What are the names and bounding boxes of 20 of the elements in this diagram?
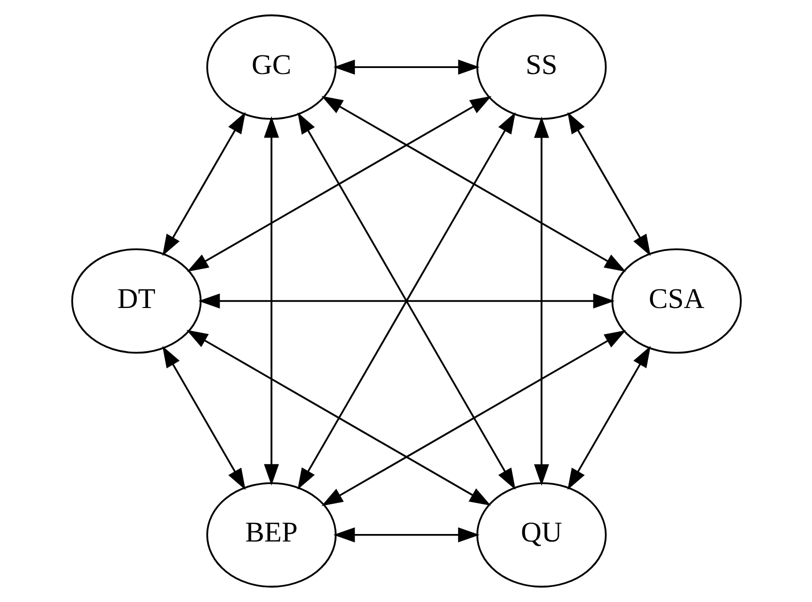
arrow xyxy=(186,330,490,506)
arrow xyxy=(186,96,492,272)
arrow xyxy=(320,330,626,506)
arrow xyxy=(198,293,614,308)
arrow xyxy=(162,112,246,256)
arrow xyxy=(263,116,278,486)
arrow xyxy=(566,112,650,256)
arrow xyxy=(332,60,480,75)
arrow xyxy=(534,116,549,486)
arrow xyxy=(162,346,246,490)
arrow xyxy=(297,112,516,490)
node-ellipse: CSA xyxy=(610,248,742,354)
node-ellipse: QU xyxy=(476,482,606,588)
node-ellipse: DT xyxy=(70,248,202,354)
node-ellipse: BEP xyxy=(206,482,336,588)
arrow xyxy=(332,527,480,542)
arrow xyxy=(320,96,626,272)
node-ellipse: GC xyxy=(206,14,336,120)
node-ellipse: SS xyxy=(476,14,606,120)
arrow xyxy=(567,346,650,490)
